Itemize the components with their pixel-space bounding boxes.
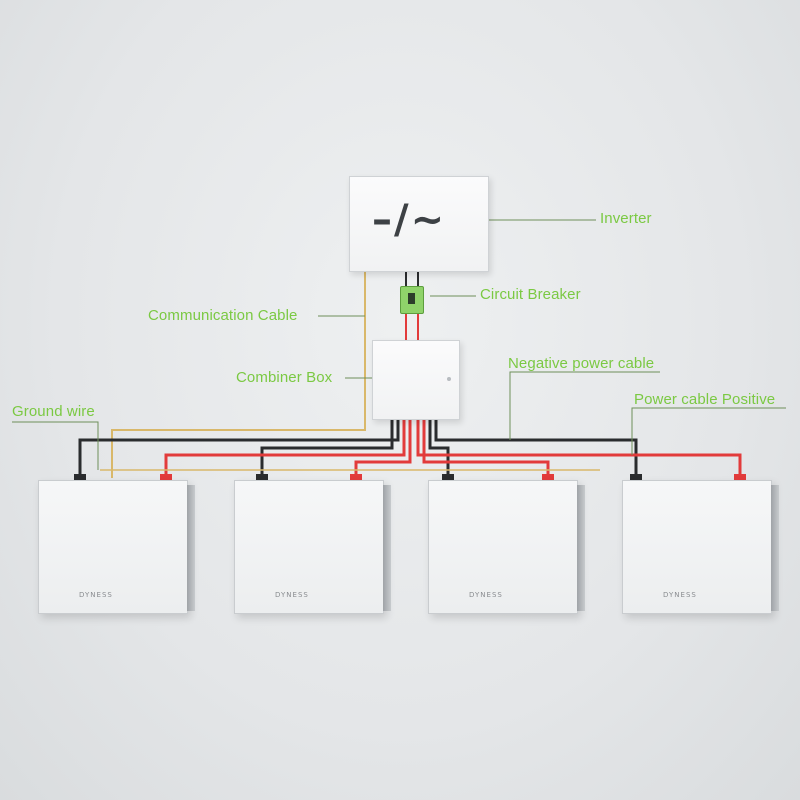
label-ground-wire: Ground wire	[12, 403, 95, 420]
battery-brand-logo: DYNESS	[79, 591, 113, 599]
battery-module-4: DYNESS	[622, 480, 779, 614]
label-communication-cable: Communication Cable	[148, 307, 298, 324]
combiner-indicator-icon	[447, 377, 451, 381]
battery-brand-logo: DYNESS	[663, 591, 697, 599]
leader-negative-cable	[509, 371, 660, 440]
negative-cable-b4	[434, 418, 638, 478]
inverter-dc-ac-icon: –/~	[372, 197, 447, 243]
breaker-switch-icon	[408, 293, 415, 304]
leader-ground-wire	[12, 421, 99, 470]
battery-terminals	[74, 474, 746, 482]
label-inverter: Inverter	[600, 210, 652, 227]
negative-cable-b2	[260, 418, 394, 478]
circuit-breaker-unit	[400, 286, 424, 314]
battery-brand-logo: DYNESS	[275, 591, 309, 599]
label-power-cable-positive: Power cable Positive	[634, 391, 776, 408]
inverter-unit: –/~	[349, 176, 489, 272]
breaker-to-combiner-cable	[405, 312, 419, 340]
communication-cable	[111, 272, 366, 478]
leader-power-cable-positive	[631, 407, 786, 455]
negative-cable-b3	[428, 418, 450, 478]
battery-module-3: DYNESS	[428, 480, 585, 614]
label-negative-power-cable: Negative power cable	[508, 355, 655, 372]
negative-cable-trunk	[78, 418, 400, 478]
combiner-box-unit	[372, 340, 460, 420]
label-combiner-box: Combiner Box	[236, 369, 333, 386]
label-circuit-breaker: Circuit Breaker	[480, 286, 581, 303]
battery-module-1: DYNESS	[38, 480, 195, 614]
battery-brand-logo: DYNESS	[469, 591, 503, 599]
battery-module-2: DYNESS	[234, 480, 391, 614]
inverter-to-breaker-cable	[405, 270, 419, 286]
positive-cable-b1	[164, 418, 406, 478]
positive-cable-b4	[416, 418, 742, 478]
